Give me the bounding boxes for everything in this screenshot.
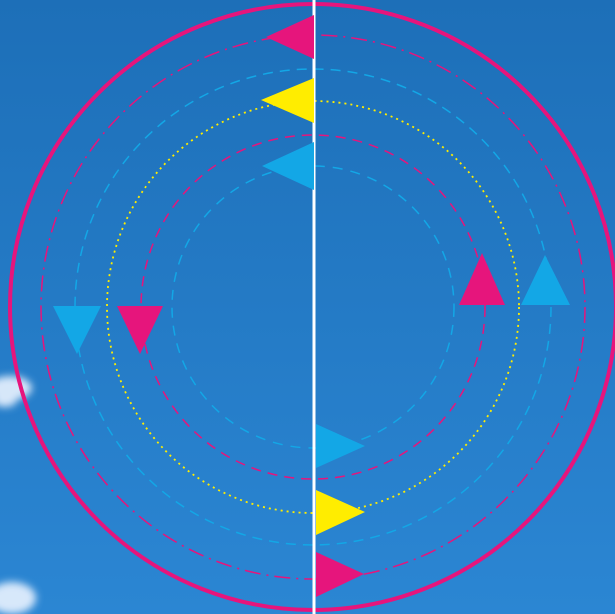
concentric-rings-illustration [0,0,615,614]
rings-canvas [0,0,615,614]
